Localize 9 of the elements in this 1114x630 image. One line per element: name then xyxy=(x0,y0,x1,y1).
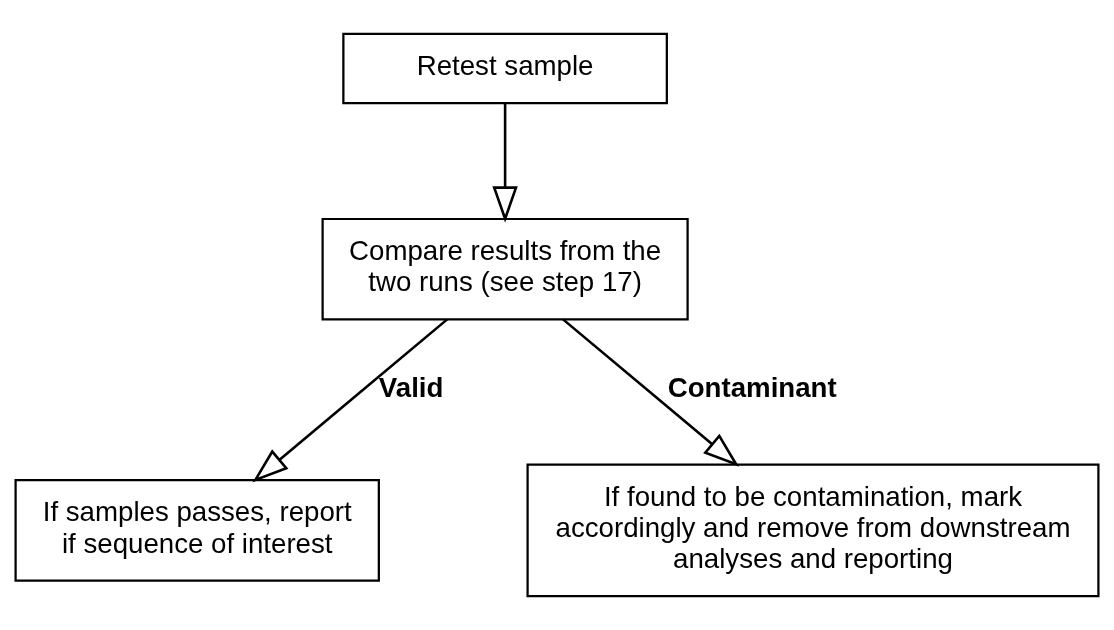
node-box: If found to be contamination, mark accordingly and remove from downstream analyses and reporting xyxy=(526,463,1100,598)
arrow xyxy=(562,318,740,467)
node-box: If samples passes, report if sequence of interest xyxy=(14,479,380,582)
edge-label: Valid xyxy=(378,371,444,403)
node-box: Compare results from the two runs (see step 17) xyxy=(321,217,689,321)
edge-label: Contaminant xyxy=(667,371,837,403)
arrow xyxy=(492,103,518,223)
arrow xyxy=(252,318,449,483)
node-box: Retest sample xyxy=(342,32,668,105)
